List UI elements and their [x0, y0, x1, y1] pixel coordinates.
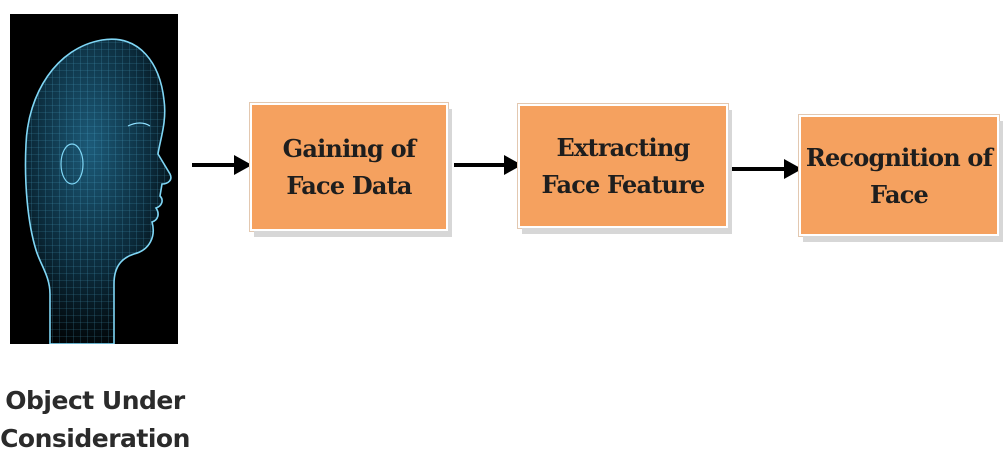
- caption-line-1: Object Under: [5, 386, 185, 415]
- object-image: [10, 14, 178, 344]
- step-recognition-of-face: Recognition of Face: [799, 115, 999, 236]
- step-gaining-face-data: Gaining of Face Data: [250, 103, 448, 231]
- arrow-to-step-2: [454, 155, 522, 175]
- step-extracting-face-feature: Extracting Face Feature: [518, 104, 728, 228]
- step-1-line-2: Face Data: [286, 171, 412, 200]
- step-3-line-2: Face: [870, 179, 929, 209]
- step-3-line-1: Recognition of: [805, 142, 993, 172]
- step-2-line-2: Face Feature: [541, 170, 706, 199]
- step-2-line-1: Extracting: [556, 133, 691, 162]
- arrow-to-step-1: [192, 155, 252, 175]
- step-1-line-1: Gaining of: [282, 134, 416, 163]
- arrow-to-step-3: [730, 159, 802, 179]
- wireframe-head-icon: [24, 38, 172, 344]
- caption-line-2: Consideration: [0, 424, 190, 453]
- object-caption: Object Under Consideration: [0, 382, 190, 458]
